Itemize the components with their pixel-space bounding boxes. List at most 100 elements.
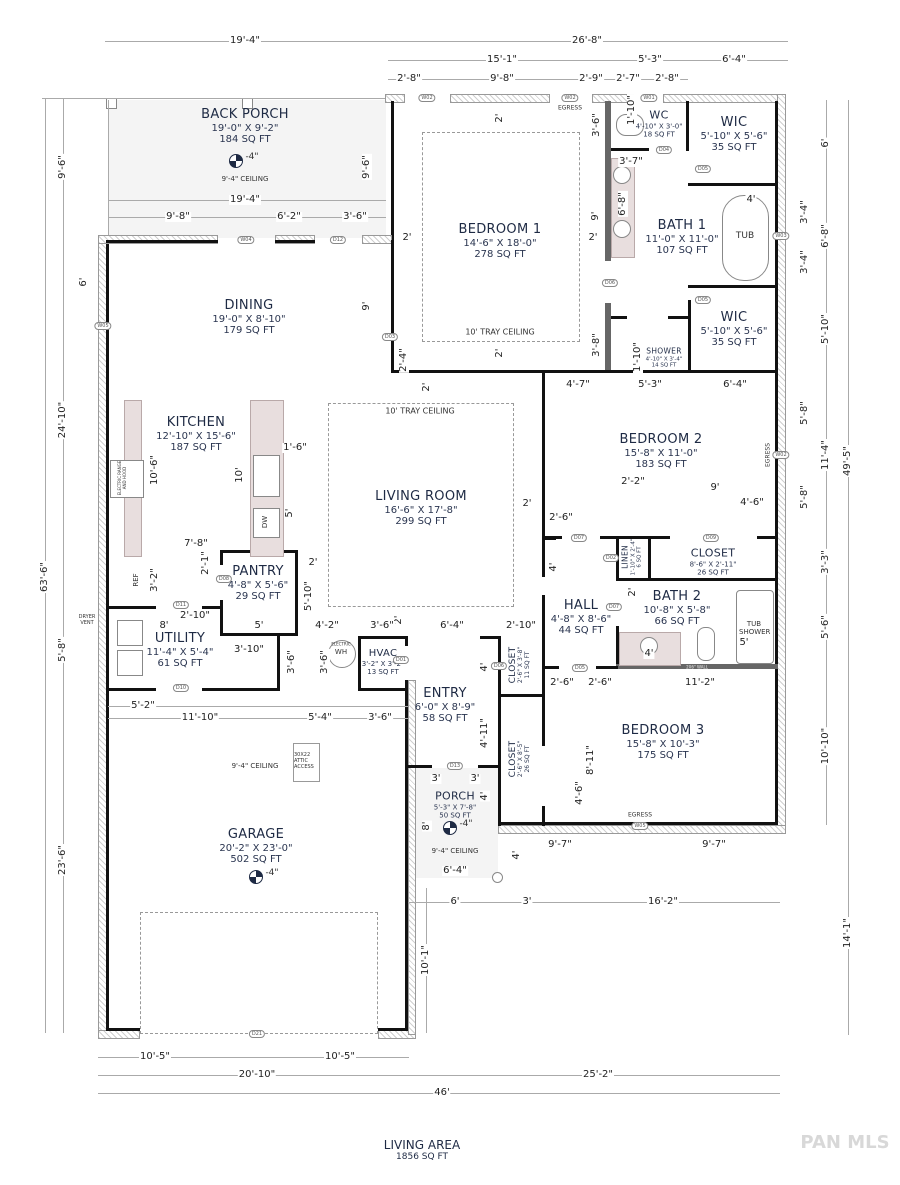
exterior-wall: [663, 94, 785, 103]
dim-interior: 2'-1": [200, 550, 211, 576]
dim-interior: 4': [745, 194, 757, 205]
washer-icon: [117, 620, 143, 646]
dim-interior: 1'-6": [282, 442, 308, 453]
dim-right-garage-ext: 14'-1": [842, 916, 853, 950]
door-tag: D05: [694, 296, 712, 304]
dim-interior: 3'-6": [591, 112, 602, 138]
exterior-wall: [362, 235, 392, 244]
door-tag: D07: [570, 534, 588, 542]
porch-post: [492, 872, 503, 883]
room-hall: HALL 4'-8" X 8'-6" 44 SQ FT: [550, 598, 612, 637]
ceiling-note: 9'-4" CEILING: [231, 762, 279, 770]
dim-interior: 5'-2": [130, 700, 156, 711]
door-tag: D08: [215, 575, 233, 583]
range-icon: [110, 460, 144, 498]
dim-interior: 8': [158, 620, 170, 631]
dim-left-window: 6': [78, 276, 89, 288]
dim-right-bed2-total: 11'-4": [820, 438, 831, 472]
dim-interior: 2'-6": [548, 512, 574, 523]
dim-interior: 11'-2": [683, 677, 717, 688]
dim-bottom-garage: 10'-5": [138, 1051, 172, 1062]
dim-interior: 2': [307, 557, 319, 568]
dim-top-seg: 2'-7": [615, 73, 641, 84]
dim-interior: 5'-10": [303, 579, 314, 613]
dim-left-porch-inner: 9'-6": [361, 154, 372, 180]
window-tag: W05: [631, 822, 649, 830]
dim-interior: 3'-8": [591, 332, 602, 358]
room-closet-bedroom-3: CLOSET 2'-6" X 8'-5" 26 SQ FT: [507, 740, 532, 778]
room-porch: PORCH 5'-3" X 7'-8" 50 SQ FT: [433, 789, 477, 820]
dim-top-mid: 5'-3": [637, 54, 663, 65]
dim-interior: 4': [479, 790, 490, 802]
room-wic-1: WIC 5'-10" X 5'-6" 35 SQ FT: [700, 115, 768, 154]
dim-interior: 2'-6": [587, 677, 613, 688]
bedroom1-tray-ceiling: [422, 132, 580, 342]
dim-right-bath: 6'-8": [820, 223, 831, 249]
room-bedroom-3: BEDROOM 3 15'-8" X 10'-3" 175 SQ FT: [621, 723, 705, 762]
dim-top-seg: 2'-9": [578, 73, 604, 84]
dishwasher-label: DW: [261, 515, 269, 529]
door-tag: D05: [694, 165, 712, 173]
dim-interior: 3'-7": [618, 156, 644, 167]
dim-interior: 6'-8": [617, 191, 628, 217]
dim-interior: 10'-1": [420, 943, 431, 977]
tub-shower-icon: [736, 590, 774, 664]
dim-bottom-overall: 46': [433, 1087, 451, 1098]
dim-top-right-overall: 26'-8": [570, 35, 604, 46]
dim-interior: 3'-6": [369, 620, 395, 631]
dim-interior: 2'-6": [549, 677, 575, 688]
dim-bottom-garage: 10'-5": [323, 1051, 357, 1062]
dim-left-overall: 63'-6": [39, 560, 50, 594]
dim-interior: 6'-4": [722, 379, 748, 390]
dim-porch-seg: 6'-2": [276, 211, 302, 222]
dim-interior: 2': [587, 232, 599, 243]
elevation-label: -4": [459, 819, 473, 829]
dim-interior: 2': [521, 498, 533, 509]
dim-interior: 7'-8": [183, 538, 209, 549]
dim-interior: 10': [234, 466, 245, 484]
door-tag: D01: [392, 656, 410, 664]
living-area-label: LIVING AREA: [383, 1138, 461, 1152]
door-tag: D02: [602, 554, 620, 562]
dim-interior: 9'-7": [547, 839, 573, 850]
door-tag: D03: [381, 333, 399, 341]
dim-interior: 4'-6": [574, 780, 585, 806]
exterior-wall: [98, 235, 218, 244]
dim-interior: 3': [469, 773, 481, 784]
dim-right-tub: 3'-4": [799, 199, 810, 225]
door-tag: D11: [172, 601, 190, 609]
dim-interior: 2': [421, 381, 432, 393]
room-living: LIVING ROOM 16'-6" X 17'-8" 299 SQ FT: [375, 489, 467, 528]
dim-interior: 11'-10": [180, 712, 220, 723]
dim-interior: 9'-7": [701, 839, 727, 850]
bath1-sink-icon: [613, 220, 631, 238]
dim-left-utility: 5'-8": [57, 637, 68, 663]
dim-interior: 2': [401, 232, 413, 243]
toilet-icon: [697, 627, 715, 661]
ceiling-note: 10' TRAY CEILING: [465, 327, 535, 337]
dryer-icon: [117, 650, 143, 676]
dim-interior: 5': [253, 620, 265, 631]
wall-note: 2X6" WALL: [686, 664, 708, 670]
exterior-wall: [275, 235, 315, 244]
dim-interior: 4': [511, 849, 522, 861]
dim-porch-seg: 9'-8": [165, 211, 191, 222]
elevation-marker-icon: [443, 821, 457, 835]
dim-interior: 4': [643, 648, 655, 659]
dim-interior: 4': [479, 661, 490, 673]
dim-interior: 3'-10": [232, 644, 266, 655]
dim-interior: 5': [738, 637, 750, 648]
room-dining: DINING 19'-0" X 8'-10" 179 SQ FT: [212, 298, 286, 337]
dim-interior: 16'-2": [646, 896, 680, 907]
exterior-wall: [450, 94, 550, 103]
dim-interior: 2': [627, 586, 638, 598]
room-entry: ENTRY 6'-0" X 8'-9" 58 SQ FT: [414, 686, 476, 725]
dim-left-porch: 9'-6": [57, 154, 68, 180]
egress-note: EGRESS: [764, 442, 772, 468]
tub-label: TUB: [735, 231, 755, 241]
dim-interior: 8': [421, 820, 432, 832]
attic-access-label: 30X22 ATTIC ACCESS: [294, 752, 314, 770]
room-back-porch: BACK PORCH 19'-0" X 9'-2" 184 SQ FT: [201, 107, 289, 146]
exterior-wall: [408, 680, 416, 1035]
dim-interior: 5'-3": [637, 379, 663, 390]
